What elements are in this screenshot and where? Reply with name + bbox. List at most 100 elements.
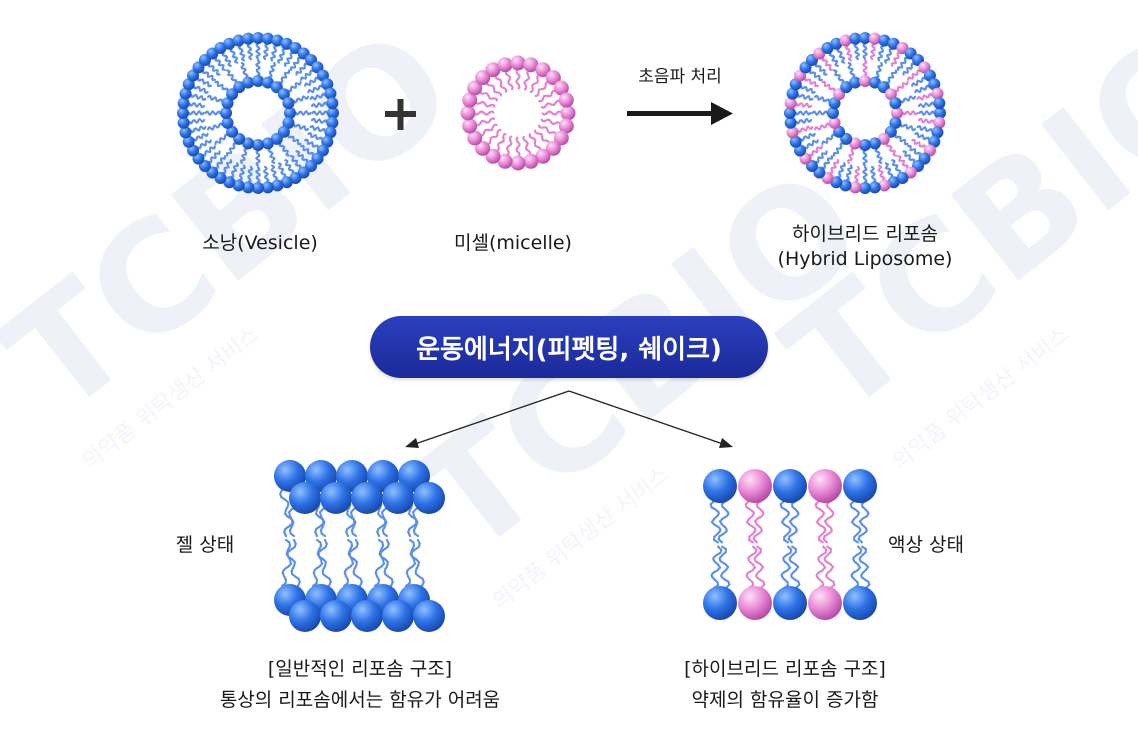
lipid-head: [878, 179, 891, 192]
tails: [472, 67, 564, 159]
lipid-head: [868, 181, 881, 194]
lipid-tail: [533, 128, 551, 146]
lipid-tail: [804, 139, 819, 150]
lipid-tail: [207, 94, 223, 103]
lipid-head: [485, 62, 501, 78]
lipid-tail: [342, 538, 359, 588]
lipid-head: [382, 482, 414, 514]
lipid-tail: [197, 139, 212, 150]
lipid-tail: [190, 125, 207, 134]
lipid-tail: [709, 545, 723, 590]
lipid-head: [261, 76, 274, 89]
lipid-tail: [821, 80, 836, 92]
lipid-head: [351, 482, 383, 514]
lipid-tail: [540, 110, 564, 116]
lipid-head: [808, 586, 842, 620]
gel-caption-line1: [일반적인 리포솜 구조]: [267, 658, 453, 680]
lipid-head: [859, 32, 871, 44]
lipid-tail: [869, 165, 877, 183]
lipid-tail: [523, 69, 531, 91]
lipid-tail: [752, 499, 766, 544]
lipid-head: [271, 179, 284, 192]
lipid-head: [545, 140, 561, 156]
lipid-tail: [814, 122, 830, 131]
lipid-head: [261, 32, 274, 45]
lipid-head: [786, 87, 799, 100]
lipid-head: [859, 75, 871, 87]
lipid-head: [789, 135, 802, 148]
lipid-tail: [310, 117, 328, 125]
lipid-head: [221, 97, 234, 110]
lipid-tail: [787, 499, 801, 544]
lipid-head: [252, 182, 264, 194]
lipid-head: [252, 32, 264, 44]
plus-icon: [385, 99, 416, 130]
lipid-tail: [188, 101, 206, 109]
lipid-head: [868, 32, 881, 45]
lipid-head: [877, 132, 890, 145]
lipid-tail: [533, 80, 551, 98]
lipid-tail: [309, 124, 326, 133]
liquid-caption-line1: [하이브리드 리포솜 구조]: [684, 658, 886, 680]
lipid-tail: [914, 131, 930, 141]
lipid-tail: [229, 48, 239, 64]
hybrid-label-line1: 하이브리드 리포솜: [792, 223, 938, 245]
lipid-tail: [814, 94, 830, 103]
lipid-tail: [478, 123, 499, 137]
lipid-tail: [537, 123, 558, 137]
lipid-tail: [485, 80, 503, 98]
lipid-tail: [902, 62, 915, 76]
lipid-tail: [845, 164, 854, 181]
heads-back-row: [289, 482, 445, 632]
lipid-tail: [377, 538, 394, 588]
lipid-head: [282, 97, 295, 110]
lipid-tail: [294, 110, 312, 117]
lipid-tail: [797, 125, 814, 134]
lipid-head: [252, 139, 264, 151]
lipid-tail: [833, 69, 845, 84]
lipid-head: [889, 97, 902, 110]
lipid-head: [177, 116, 190, 129]
lipid-tail: [262, 43, 270, 61]
lipid-head: [277, 88, 290, 101]
lipid-tail: [809, 69, 823, 82]
lipid-head: [535, 62, 551, 78]
lipid-head: [413, 482, 445, 514]
lipid-tail: [309, 92, 326, 101]
lipid-head: [510, 155, 526, 171]
lipid-tail: [276, 48, 286, 64]
lipid-head: [784, 97, 797, 110]
lipid-tail: [917, 101, 935, 109]
lipid-tail: [254, 42, 261, 60]
lipid-tail: [193, 85, 209, 95]
lipid-tail: [844, 45, 853, 62]
top-figures: [177, 32, 946, 194]
lipid-head: [868, 137, 881, 150]
lipid-head: [242, 76, 255, 89]
lipid-head: [177, 97, 190, 110]
lipid-tail: [897, 155, 909, 169]
lipid-tail: [779, 545, 793, 590]
lipid-head: [270, 132, 283, 145]
lipid-tail: [914, 84, 930, 94]
lipid-tail: [857, 545, 871, 590]
liquid-caption-line2: 약제의 함유율이 증가함: [691, 689, 879, 711]
liquid-state-label: 액상 상태: [888, 534, 964, 556]
split-arrows: [405, 390, 733, 448]
lipid-tail: [917, 117, 935, 125]
lipid-tail: [295, 150, 309, 163]
lipid-head: [931, 87, 944, 100]
lipid-tail: [474, 100, 496, 108]
lipid-tail: [884, 162, 894, 178]
lipid-tail: [255, 59, 262, 77]
lipid-head: [828, 116, 841, 129]
lipid-tail: [404, 538, 421, 588]
lipid-head: [849, 137, 862, 150]
lipid-head: [868, 76, 881, 89]
lipid-tail: [214, 133, 229, 145]
lipid-tail: [814, 63, 828, 76]
lipid-head: [223, 37, 236, 50]
lipid-tail: [800, 85, 816, 95]
lipid-head: [891, 107, 903, 119]
lipid-tail: [287, 81, 302, 93]
